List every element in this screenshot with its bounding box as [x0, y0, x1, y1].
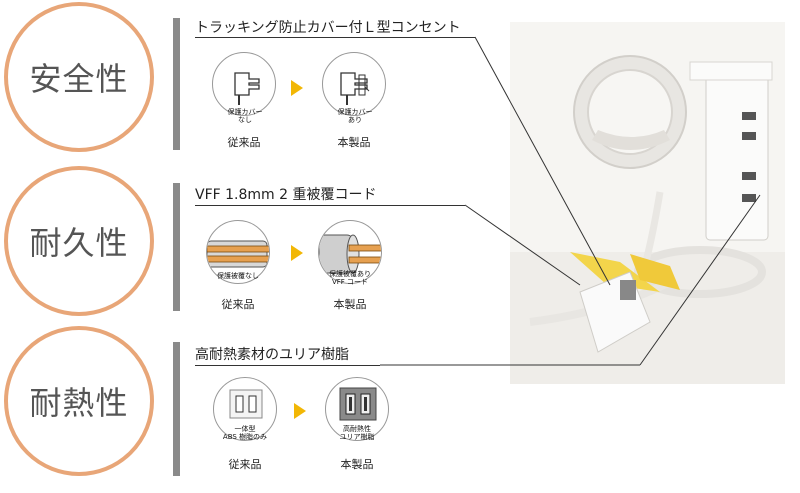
product-photo	[510, 22, 785, 384]
cable-cross-section-icon	[206, 220, 270, 284]
title-underline	[195, 365, 380, 366]
badge-durability: 耐久性	[4, 166, 154, 316]
cover-label: 保護カバー あり	[337, 108, 373, 124]
right-caption: 本製品	[337, 136, 371, 149]
title-underline	[195, 37, 475, 38]
left-caption: 従来品	[228, 458, 262, 471]
divider-bar	[173, 183, 180, 311]
outlet-icon	[213, 377, 277, 441]
arrow-right-icon	[294, 403, 306, 419]
no-sheath-label: 保護被覆なし	[217, 272, 259, 280]
arrow-right-icon	[291, 80, 303, 96]
sheath-label: 保護被覆あり VFF コード	[329, 270, 371, 286]
feature-title-heat: 高耐熱素材のユリア樹脂	[195, 347, 349, 363]
badge-safety: 安全性	[4, 2, 154, 152]
badge-heat-resistance: 耐熱性	[4, 326, 154, 476]
no-cover-label: 保護カバー なし	[227, 108, 263, 124]
feature-title-durability: VFF 1.8mm 2 重被覆コード	[195, 187, 377, 203]
right-caption: 本製品	[333, 298, 367, 311]
feature-title-safety: トラッキング防止カバー付Ｌ型コンセント	[195, 20, 461, 36]
divider-bar	[173, 342, 180, 476]
title-underline	[195, 205, 465, 206]
left-caption: 従来品	[227, 136, 261, 149]
outlet-icon	[325, 377, 389, 441]
urea-label: 高耐熱性 ユリア樹脂	[339, 425, 375, 441]
l-plug-icon	[212, 52, 276, 116]
left-caption: 従来品	[221, 298, 255, 311]
arrow-right-icon	[291, 245, 303, 261]
l-plug-icon	[322, 52, 386, 116]
cable-cross-section-icon	[318, 220, 382, 284]
abs-label: 一体型 ABS 樹脂のみ	[222, 425, 268, 441]
right-caption: 本製品	[340, 458, 374, 471]
divider-bar	[173, 18, 180, 150]
